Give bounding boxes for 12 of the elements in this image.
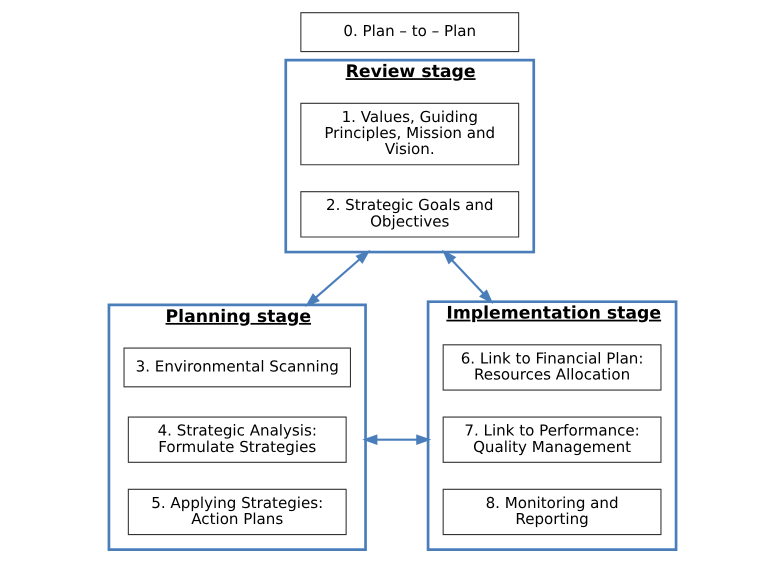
arrow <box>362 434 431 445</box>
node-box: 8. Monitoring and Reporting <box>442 488 661 536</box>
arrow <box>442 250 493 304</box>
node-box: 7. Link to Performance: Quality Management <box>442 416 661 463</box>
node-box: 2. Strategic Goals and Objectives <box>300 191 519 238</box>
node-box: 3. Environmental Scanning <box>123 348 350 388</box>
node-box: 1. Values, Guiding Principles, Mission and Vision. <box>300 102 519 166</box>
node-box: 5. Applying Strategies: Action Plans <box>127 488 346 536</box>
node-box: 6. Link to Financial Plan: Resources Allocation <box>442 344 661 391</box>
node-box: 0. Plan – to – Plan <box>300 12 519 52</box>
arrow <box>304 250 370 308</box>
node-box: 4. Strategic Analysis: Formulate Strategies <box>127 416 346 463</box>
